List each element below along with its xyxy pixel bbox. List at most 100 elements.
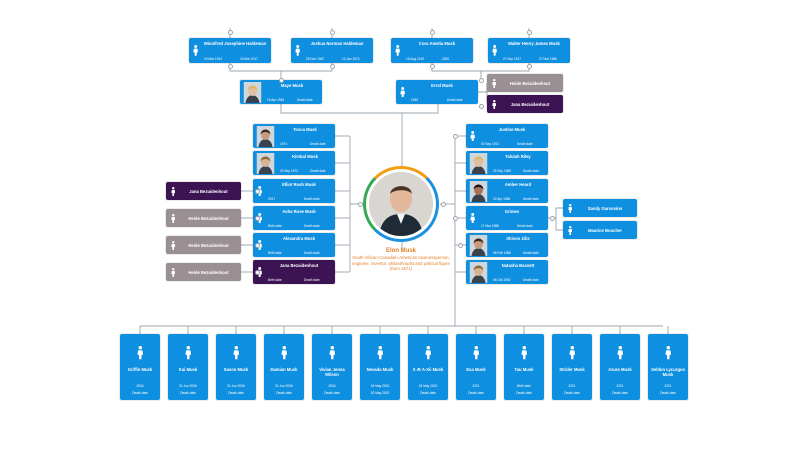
relative-partner-card[interactable]: Heide Bezuidenhout — [166, 263, 241, 281]
partner-card[interactable]: Jana Bezuidenhout — [487, 95, 563, 113]
birth-date: Birth date — [268, 250, 282, 255]
relative-card[interactable]: Maurice Boucher — [563, 221, 637, 239]
expand-handle[interactable] — [452, 133, 458, 139]
birth-date: 27 Sep 1917 — [503, 56, 522, 61]
relative-partner-card[interactable]: Jana Bezuidenhout — [166, 182, 241, 200]
expand-handle[interactable] — [440, 201, 446, 207]
death-date: Death date — [523, 168, 539, 173]
birth-date: 06 Oct 1992 — [493, 277, 511, 282]
person-name: Alexandra Musk — [282, 235, 316, 241]
person-name: Maurice Boucher — [588, 227, 622, 233]
person-icon — [329, 346, 335, 360]
person-icon — [395, 45, 401, 56]
expand-handle[interactable] — [329, 29, 335, 35]
expand-handle[interactable] — [254, 215, 260, 221]
person-icon — [377, 346, 383, 360]
person-name: Errol Musk — [431, 82, 453, 88]
death-date: Death date — [516, 391, 532, 395]
death-date: Death date — [523, 277, 539, 282]
person-name: Shivon Zilis — [506, 235, 530, 241]
expand-handle[interactable] — [526, 63, 532, 69]
center-person-avatar[interactable] — [363, 166, 439, 242]
death-date: Death date — [180, 391, 196, 395]
person-name: Strider Musk — [559, 367, 585, 372]
expand-handle[interactable] — [254, 269, 260, 275]
relative-partner-card[interactable]: Heide Bezuidenhout — [166, 209, 241, 227]
birth-date: 1974 — [280, 141, 288, 146]
expand-handle[interactable] — [357, 201, 363, 207]
relative-partner-card[interactable]: Heide Bezuidenhout — [166, 236, 241, 254]
birth-date: 08 Feb 1986 — [493, 250, 511, 255]
expand-handle[interactable] — [429, 29, 435, 35]
expand-handle[interactable] — [478, 103, 484, 109]
connector-line — [555, 218, 563, 231]
partner-card[interactable]: Heide Bezuidenhout — [487, 74, 563, 92]
person-photo — [255, 125, 276, 147]
person-photo — [468, 152, 489, 174]
expand-handle[interactable] — [254, 242, 260, 248]
expand-handle[interactable] — [254, 188, 260, 194]
person-name: Jana Bezuidenhout — [279, 262, 319, 268]
expand-handle[interactable] — [452, 215, 458, 221]
birth-date: 2021 — [616, 384, 624, 388]
person-icon — [470, 130, 476, 142]
person-icon — [171, 240, 175, 250]
person-icon — [617, 346, 623, 360]
expand-handle[interactable] — [478, 77, 484, 83]
person-icon — [171, 267, 175, 277]
expand-handle[interactable] — [549, 215, 555, 221]
partner-card[interactable]: Shivon Zilis 08 Feb 1986 Death date — [466, 233, 548, 257]
expand-handle[interactable] — [227, 29, 233, 35]
death-date: Death date — [523, 250, 539, 255]
expand-handle[interactable] — [457, 242, 463, 248]
expand-handle[interactable] — [526, 29, 532, 35]
person-icon — [568, 203, 572, 213]
expand-handle[interactable] — [227, 63, 233, 69]
expand-handle[interactable] — [329, 63, 335, 69]
person-name: Justine Musk — [498, 126, 526, 132]
expand-handle[interactable] — [278, 77, 284, 83]
death-date: Death date — [564, 391, 580, 395]
birth-date: 20 Sep 1972 — [280, 168, 299, 173]
expand-handle[interactable] — [429, 63, 435, 69]
connector-line — [478, 83, 488, 93]
person-icon — [295, 45, 301, 56]
person-name: Winnifred Josephine Haldeman — [203, 40, 267, 46]
person-name: Damian Musk — [270, 367, 298, 372]
relative-card[interactable]: Sandy Garossino — [563, 199, 637, 217]
person-icon — [470, 212, 476, 224]
person-photo — [468, 180, 489, 202]
person-name: Vivian Jenna Wilson — [319, 367, 345, 377]
